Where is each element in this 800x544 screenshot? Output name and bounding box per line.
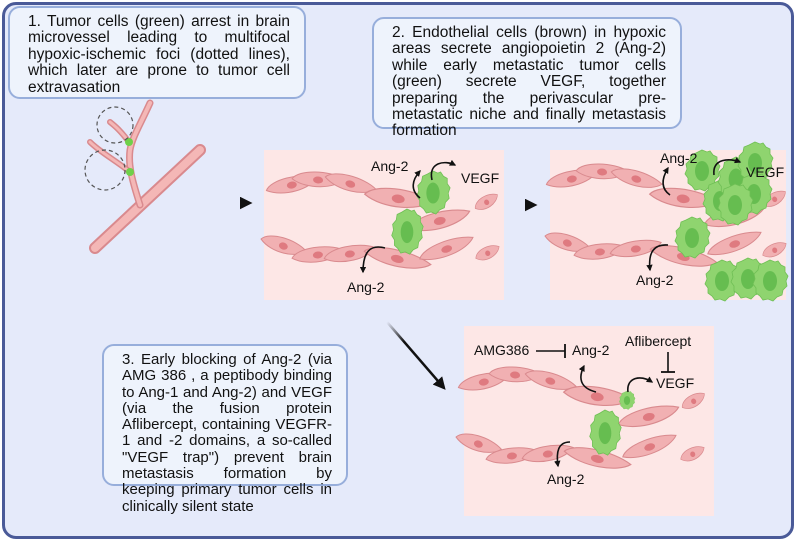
panel-background	[464, 326, 714, 516]
label-vegf: VEGF	[461, 170, 499, 186]
label-vegf: VEGF	[746, 164, 784, 180]
panel-early-niche: Ang-2 VEGF Ang-2	[258, 150, 504, 300]
hypoxic-focus-outline	[96, 106, 134, 144]
step-2-text: 2. Endothelial cells (brown) in hypoxic …	[392, 24, 666, 140]
label-aflibercept: Aflibercept	[625, 333, 691, 349]
arrested-tumor-cell	[126, 168, 134, 176]
brain-microvessel-illustration	[84, 99, 206, 254]
label-vegf: VEGF	[656, 375, 694, 391]
hypoxic-focus-outline	[84, 149, 126, 191]
flow-arrow-to-treatment	[386, 321, 446, 390]
secretion-arrow	[662, 166, 671, 196]
arrested-tumor-cell	[125, 138, 133, 146]
secretion-arrow	[430, 159, 457, 181]
secretion-arrow	[359, 246, 386, 274]
panel-metastasis: Ang-2 VEGF Ang-2	[542, 141, 790, 302]
secretion-arrow	[646, 244, 669, 272]
secretion-arrow	[412, 170, 421, 199]
label-ang2: Ang-2	[660, 150, 698, 166]
label-ang2: Ang-2	[572, 342, 610, 358]
secretion-arrow	[578, 364, 597, 393]
inhibition-symbol-vegf	[661, 352, 675, 373]
step-3-caption: 3. Early blocking of Ang-2 (via AMG 386 …	[102, 344, 348, 514]
step-2-caption: 2. Endothelial cells (brown) in hypoxic …	[372, 17, 682, 139]
inhibition-symbol-ang2	[536, 344, 566, 358]
panel-blocked: AMG386 Ang-2 Aflibercept VEGF Ang-2	[453, 326, 714, 516]
step-3-text: 3. Early blocking of Ang-2 (via AMG 386 …	[122, 351, 332, 515]
label-amg386: AMG386	[474, 342, 529, 358]
secretion-arrow	[554, 441, 571, 468]
step-1-text: 1. Tumor cells (green) arrest in brain m…	[28, 13, 290, 96]
secretion-arrow	[713, 157, 742, 176]
label-ang2: Ang-2	[636, 272, 674, 288]
label-ang2: Ang-2	[371, 158, 409, 174]
label-ang2: Ang-2	[347, 279, 385, 295]
step-1-caption: 1. Tumor cells (green) arrest in brain m…	[8, 6, 306, 99]
label-ang2: Ang-2	[547, 471, 585, 487]
secretion-arrow	[627, 376, 654, 393]
blood-vessel	[87, 99, 206, 254]
